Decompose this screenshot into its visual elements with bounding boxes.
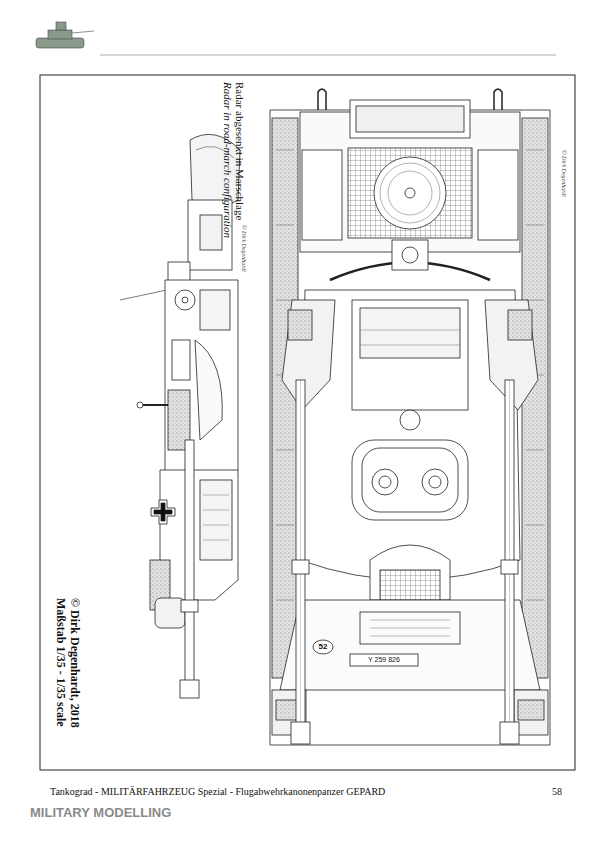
side-view [120,134,240,698]
page-frame [40,75,575,770]
signature: © Dirk Degenhardt [561,150,568,197]
view-note: Radar in road-march configuration [222,82,235,238]
header-icon [36,22,94,48]
signature: © Dirk Degenhardt [241,225,248,272]
top-view [270,89,550,745]
scale-note: Maßstab 1/35 - 1/35 scale [53,598,67,727]
tactical-number: 52 [319,642,328,651]
header-rule [100,55,556,56]
watermark: MILITARY MODELLING [30,806,171,821]
licence-plate: Y 259 826 [368,656,400,664]
page-number: 58 [552,786,562,798]
copyright-note: © Dirk Degenhardt, 2018 [67,598,81,728]
footer-text: Tankograd - MILITÄRFAHRZEUG Spezial - Fl… [50,786,385,798]
view-note: Radar abgesenkt in Marschlage [234,82,247,220]
